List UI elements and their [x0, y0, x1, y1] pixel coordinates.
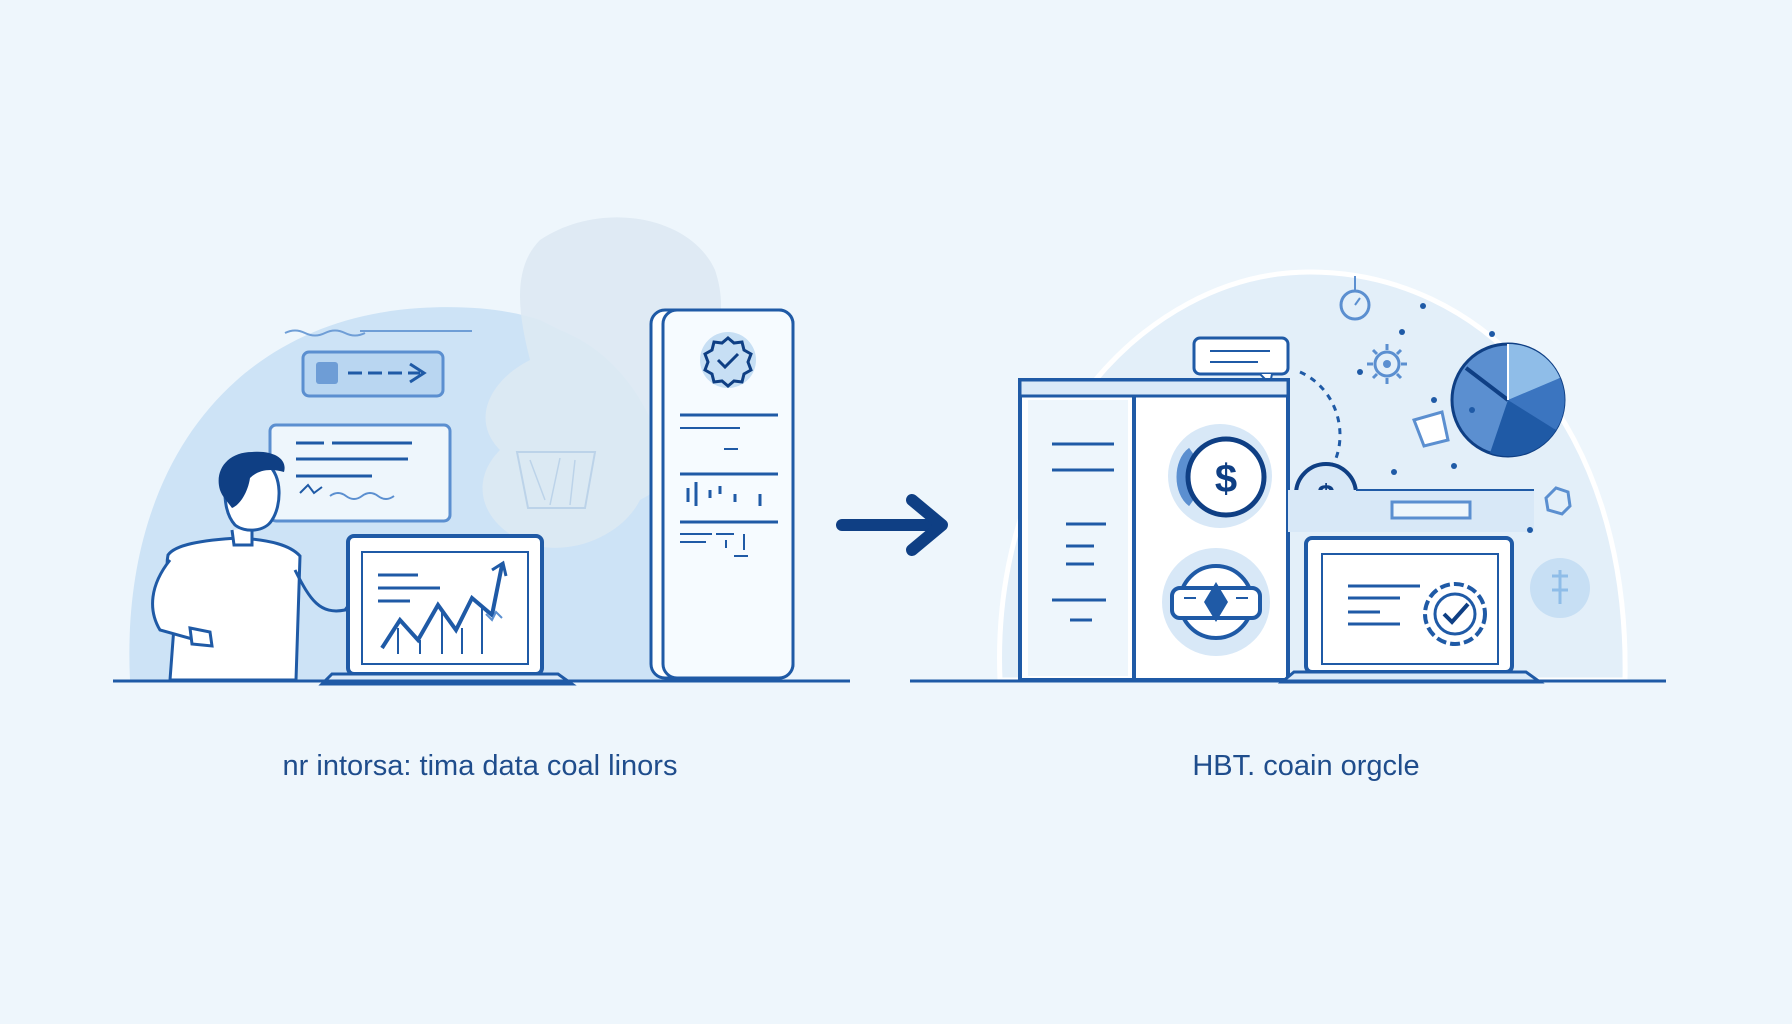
pie-chart-icon: [1450, 342, 1566, 458]
left-panel: [113, 217, 850, 686]
paper-scrap-icon: [1412, 410, 1450, 448]
faint-sketch-icon: [515, 451, 597, 509]
decorative-dots: [1357, 303, 1533, 533]
right-arrow-icon: [836, 494, 948, 556]
faint-coin-icon: [1530, 558, 1590, 618]
dashed-connector: [1299, 370, 1342, 471]
diamond-token-icon: [1162, 548, 1270, 656]
line-chart-icon: [378, 560, 508, 654]
check-seal-icon: [1423, 582, 1487, 646]
arrow-card-icon: [301, 350, 445, 398]
data-panel: [649, 308, 795, 680]
right-panel: $ $: [910, 269, 1666, 684]
gear-icon: [1367, 344, 1407, 384]
sketch-icon: [1544, 486, 1572, 516]
dollar-coin-icon: $: [1168, 424, 1272, 528]
right-caption: HBT. coain orgcle: [1192, 750, 1420, 782]
person-icon: [151, 451, 369, 682]
dollar-symbol: $: [1215, 457, 1237, 501]
target-icon: [1339, 276, 1371, 321]
speech-bubble-icon: [1192, 336, 1290, 387]
document-icon: [268, 423, 452, 523]
laptop-icon: [318, 534, 577, 686]
badge-check-icon: [700, 332, 756, 388]
decorative-wave-line: [284, 329, 366, 337]
laptop-icon: [1277, 536, 1545, 684]
mini-bar-chart: [686, 482, 762, 506]
slider-bar: [1390, 500, 1472, 520]
left-caption: nr intorsa: tima data coal linors: [282, 750, 678, 782]
